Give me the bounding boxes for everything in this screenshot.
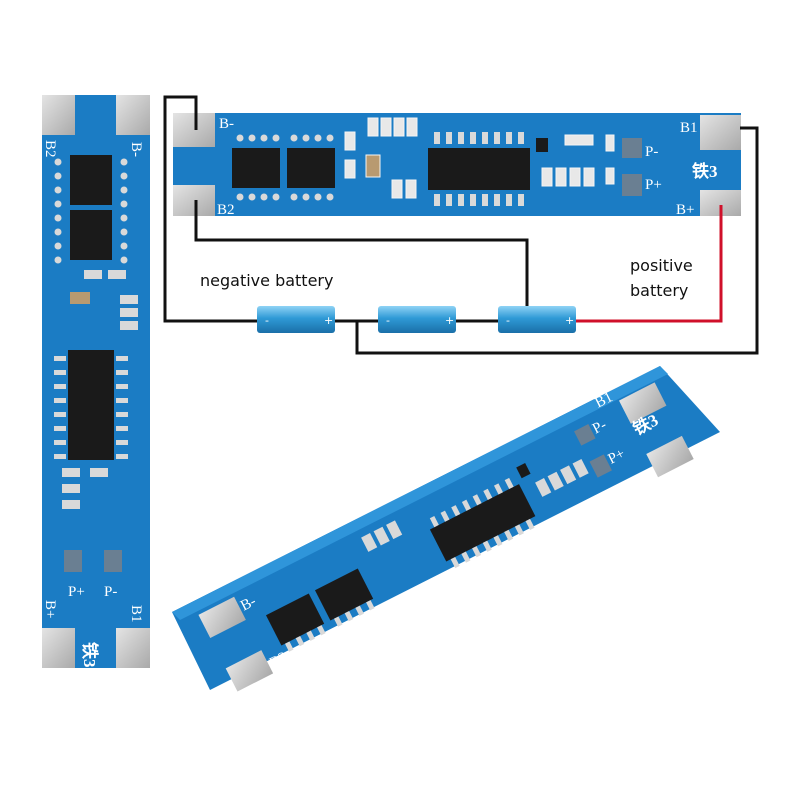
pad-b-minus xyxy=(173,113,215,147)
pad-b1 xyxy=(700,115,741,150)
label-b-minus: B- xyxy=(219,116,234,132)
top-pcb-board: B- B2 B1 B+ P- P+ 铁3 xyxy=(173,113,741,218)
left-label-model: 铁3 xyxy=(80,642,100,668)
angled-label-b1: B1 xyxy=(593,389,616,411)
left-pcb-board: B2 B- P+ P- B+ B1 铁3 xyxy=(42,95,150,668)
svg-text:+: + xyxy=(565,314,574,327)
left-label-p-plus: P+ xyxy=(68,584,85,600)
angled-label-b2: B2 xyxy=(267,649,290,671)
wire-b-minus xyxy=(163,95,257,323)
protection-ic xyxy=(428,148,530,190)
wire-b-plus xyxy=(576,205,723,323)
mosfet-chip-2 xyxy=(287,148,335,188)
battery-3: - + xyxy=(498,306,576,333)
left-label-b-plus: B+ xyxy=(42,600,58,618)
label-model: 铁3 xyxy=(692,161,718,181)
svg-text:-: - xyxy=(265,314,269,327)
battery-1: - + xyxy=(257,306,335,333)
pad-b2 xyxy=(173,185,215,216)
label-b-plus: B+ xyxy=(676,202,694,218)
wire-b2 xyxy=(194,200,529,323)
angled-label-p-minus: P- xyxy=(590,417,609,437)
angled-label-b-minus: B- xyxy=(238,593,259,614)
label-p-plus: P+ xyxy=(645,177,662,193)
label-b2: B2 xyxy=(217,202,235,218)
positive-battery-label-1: positive xyxy=(630,256,693,275)
positive-battery-label-2: battery xyxy=(630,281,688,300)
svg-text:-: - xyxy=(386,314,390,327)
label-b1: B1 xyxy=(680,120,698,136)
svg-text:-: - xyxy=(506,314,510,327)
left-label-b2: B2 xyxy=(42,140,58,158)
mosfet-chip-1 xyxy=(232,148,280,188)
label-p-minus: P- xyxy=(645,144,658,160)
angled-label-p-plus: P+ xyxy=(606,446,628,468)
battery-2: - + xyxy=(378,306,456,333)
left-label-b1: B1 xyxy=(128,605,144,623)
wire-b1 xyxy=(355,126,759,355)
angled-pcb-board: B- B2 B1 P- P+ 铁3 xyxy=(172,366,720,692)
svg-text:+: + xyxy=(445,314,454,327)
left-label-b-minus: B- xyxy=(128,142,144,157)
left-label-p-minus: P- xyxy=(104,584,117,600)
svg-text:+: + xyxy=(324,314,333,327)
negative-battery-label: negative battery xyxy=(200,271,333,290)
